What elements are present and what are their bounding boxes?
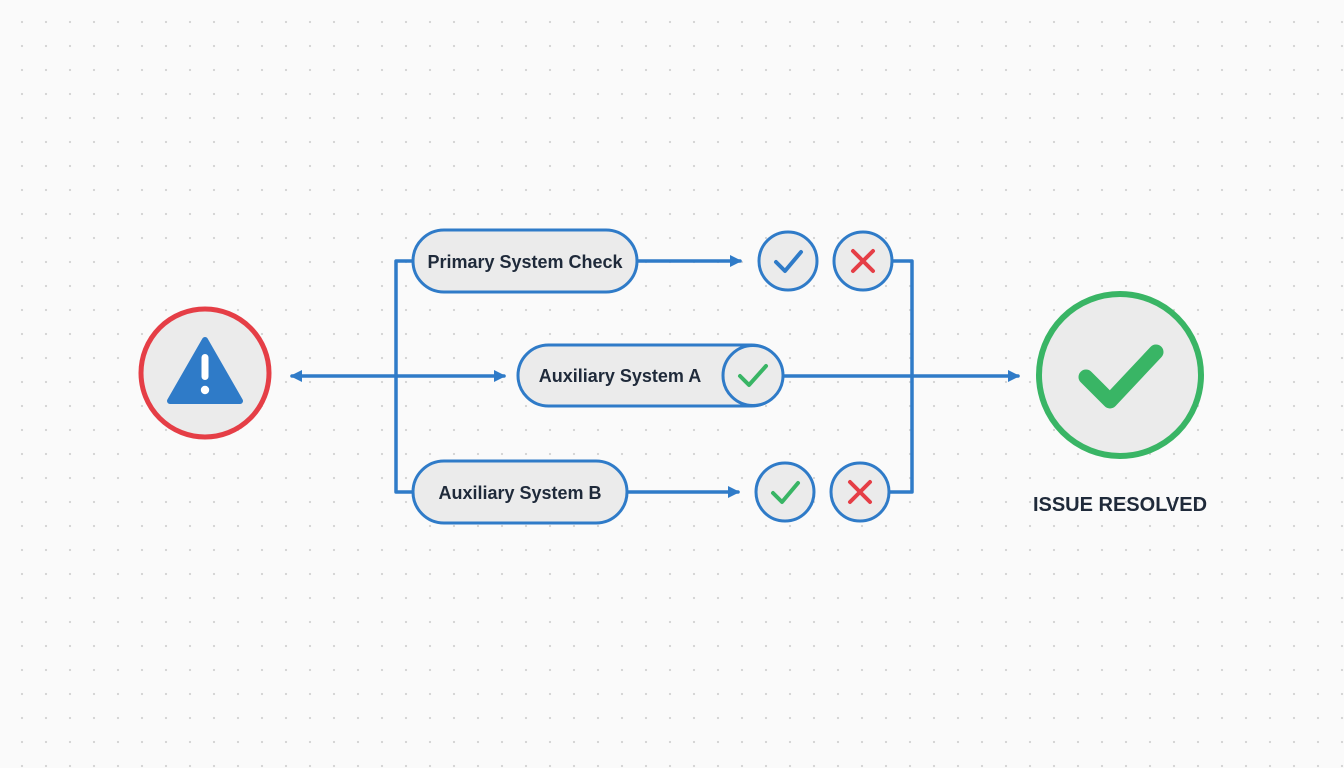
issue-resolved-label: ISSUE RESOLVED (1033, 494, 1207, 516)
auxiliary-system-b-node: Auxiliary System B (411, 459, 629, 525)
aux-b-fail-badge (829, 461, 891, 523)
aux-b-pass-badge (754, 461, 816, 523)
x-icon (851, 249, 875, 273)
auxiliary-system-a-label: Auxiliary System A (539, 366, 701, 386)
issue-resolved-node (1036, 291, 1204, 459)
alert-node (138, 306, 272, 440)
auxiliary-system-a-node: Auxiliary System A (516, 343, 785, 408)
primary-pass-badge (757, 230, 819, 292)
large-check-icon (1078, 344, 1164, 409)
primary-system-check-node: Primary System Check (411, 228, 639, 294)
check-icon (774, 250, 803, 273)
check-icon (738, 364, 768, 387)
left-branch-connector (394, 259, 414, 494)
primary-system-check-label: Primary System Check (427, 252, 623, 272)
connector-lines (290, 255, 1020, 498)
check-icon (771, 481, 800, 504)
x-icon (848, 480, 872, 504)
aux-a-pass-badge (721, 344, 785, 407)
warning-triangle-icon (167, 337, 243, 404)
primary-fail-badge (832, 230, 894, 292)
auxiliary-system-b-label: Auxiliary System B (438, 483, 601, 503)
